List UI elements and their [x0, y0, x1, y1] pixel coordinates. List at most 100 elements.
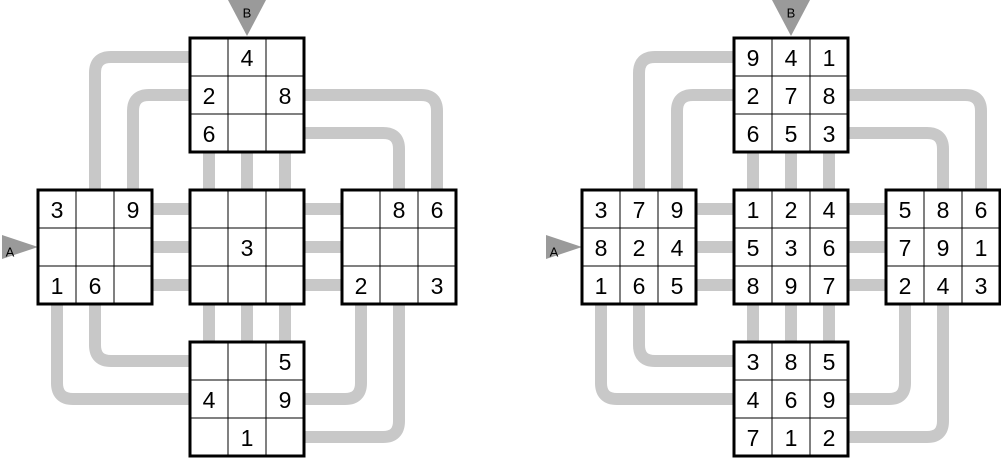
grid-background [190, 190, 304, 304]
cell-digit: 8 [785, 349, 798, 375]
cell-digit: 4 [203, 387, 216, 413]
cell-digit: 3 [975, 273, 988, 299]
cell-digit: 1 [51, 273, 64, 299]
cell-digit: 2 [899, 273, 912, 299]
cell-digit: 6 [89, 273, 102, 299]
grid-border [732, 188, 850, 306]
cell-digit: 4 [785, 45, 798, 71]
entry-marker-a: A [2, 235, 38, 260]
cell-digit: 3 [747, 349, 760, 375]
cell-digit: 9 [279, 387, 292, 413]
cell-digit: 6 [431, 197, 444, 223]
cell-digit: 2 [785, 197, 798, 223]
cell-digit: 2 [355, 273, 368, 299]
connector-pipe [633, 304, 734, 367]
triangle-down-icon [772, 0, 810, 36]
grid-background [38, 190, 152, 304]
cell-digit: 9 [671, 197, 684, 223]
cell-digit: 1 [975, 235, 988, 261]
cell-digit: 4 [823, 197, 836, 223]
connector-pipe [51, 304, 190, 405]
connector-pipe [848, 89, 987, 190]
cell-digit: 9 [127, 197, 140, 223]
cell-digit: 2 [823, 425, 836, 451]
grid-border [732, 340, 850, 458]
cell-digit: 4 [747, 387, 760, 413]
marker-label-a: A [550, 245, 559, 260]
grid-border [36, 188, 154, 306]
cell-digit: 5 [823, 349, 836, 375]
cell-digit: 9 [785, 273, 798, 299]
cell-digit: 8 [823, 83, 836, 109]
connector-pipe [848, 304, 949, 443]
cell-digit: 5 [279, 349, 292, 375]
grid-bottom: 5 4 91 [188, 340, 306, 458]
cell-digit: 5 [747, 235, 760, 261]
cell-digit: 1 [823, 45, 836, 71]
cell-digit: 3 [785, 235, 798, 261]
grid-background [342, 190, 456, 304]
marker-label-b: B [243, 6, 252, 21]
grid-center: 3 [188, 188, 306, 306]
cell-digit: 6 [785, 387, 798, 413]
triangle-right-icon [2, 235, 38, 259]
cell-digit: 3 [241, 235, 254, 261]
cell-digit: 7 [823, 273, 836, 299]
entry-marker-b: B [772, 0, 810, 36]
cell-digit: 8 [747, 273, 760, 299]
cell-digit: 4 [937, 273, 950, 299]
grid-border [188, 188, 306, 306]
grid-background [582, 190, 696, 304]
cell-digit: 9 [823, 387, 836, 413]
connector-pipe [595, 304, 734, 405]
cell-digit: 1 [595, 273, 608, 299]
connector-pipe [127, 89, 190, 190]
grid-background [190, 342, 304, 456]
cell-digit: 6 [203, 121, 216, 147]
connector-pipe [633, 51, 734, 190]
grid-border [580, 188, 698, 306]
grid-border [188, 340, 306, 458]
triangle-down-icon [228, 0, 266, 36]
grid-border [340, 188, 458, 306]
connector-pipe [89, 51, 190, 190]
cell-digit: 3 [431, 273, 444, 299]
cell-digit: 6 [823, 235, 836, 261]
cell-digit: 1 [747, 197, 760, 223]
cell-digit: 1 [241, 425, 254, 451]
cell-digit: 8 [937, 197, 950, 223]
cell-digit: 6 [633, 273, 646, 299]
connector-pipe [304, 304, 367, 405]
cell-digit: 4 [241, 45, 254, 71]
cell-digit: 6 [747, 121, 760, 147]
grid-border [188, 36, 306, 154]
grid-border [884, 188, 1001, 306]
cell-digit: 8 [393, 197, 406, 223]
cell-digit: 9 [937, 235, 950, 261]
cell-digit: 5 [785, 121, 798, 147]
cell-digit: 8 [595, 235, 608, 261]
grid-background [886, 190, 1000, 304]
grid-border [732, 36, 850, 154]
connector-pipe [671, 89, 734, 190]
grid-background [734, 38, 848, 152]
cell-digit: 3 [823, 121, 836, 147]
cell-digit: 6 [975, 197, 988, 223]
triangle-right-icon [546, 235, 582, 259]
cell-digit: 2 [203, 83, 216, 109]
cell-digit: 7 [747, 425, 760, 451]
cell-digit: 7 [633, 197, 646, 223]
connector-pipe [304, 89, 443, 190]
cell-digit: 8 [279, 83, 292, 109]
cell-digit: 1 [785, 425, 798, 451]
cell-digit: 3 [595, 197, 608, 223]
cell-digit: 5 [671, 273, 684, 299]
grid-top: 42 8 6 [188, 36, 306, 154]
